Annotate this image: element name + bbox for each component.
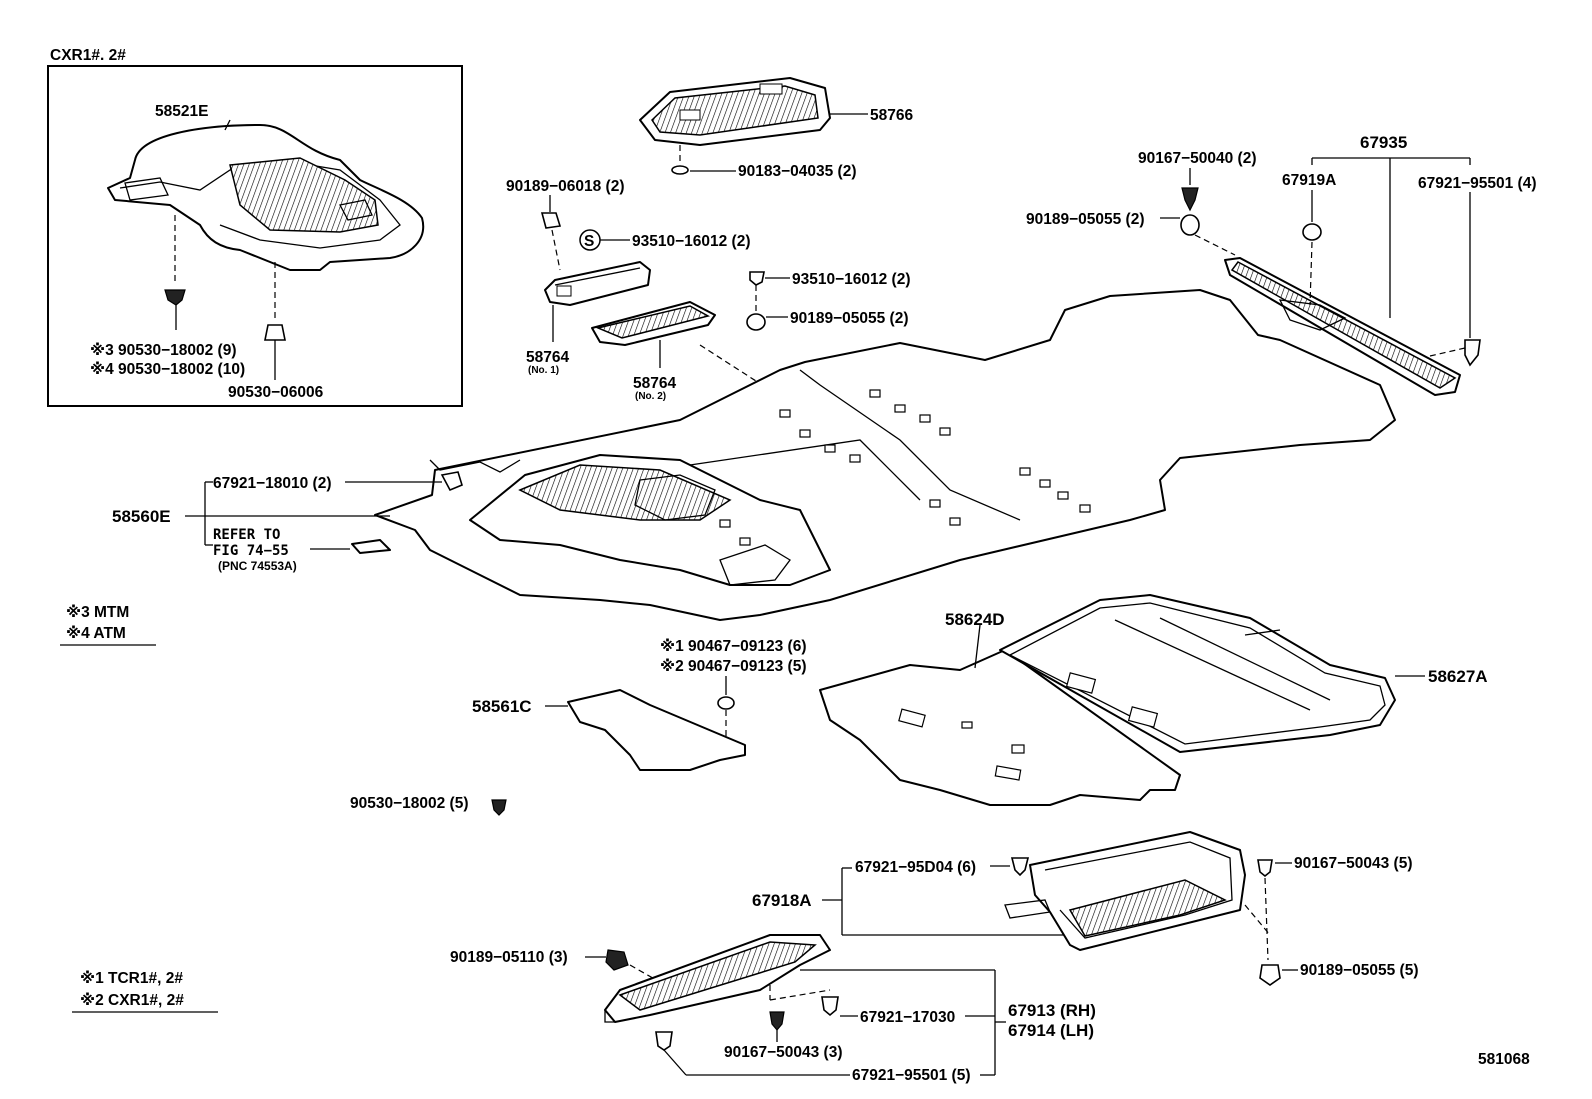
label-90530-18002-5: 90530−18002 (5) [350, 795, 469, 812]
floor-holes [719, 389, 1091, 546]
label-58561C: 58561C [472, 697, 532, 716]
insulator-58521E [107, 124, 425, 271]
label-90167-50043-a: 90167−50043 (5) [1294, 855, 1413, 872]
inset-title: CXR1#. 2# [50, 47, 126, 64]
label-93510-16012-b: 93510−16012 (2) [792, 271, 911, 288]
part-67913-67914-step [604, 934, 831, 1023]
label-90183-04035: 90183−04035 (2) [738, 163, 857, 180]
label-90189-05110: 90189−05110 (3) [450, 949, 568, 966]
svg-text:S: S [584, 233, 594, 250]
label-90167-50040: 90167−50040 (2) [1138, 150, 1257, 167]
label-67921-95501-5: 67921−95501 (5) [852, 1067, 971, 1084]
label-90467-6: ※1 90467−09123 (6) [660, 637, 807, 655]
label-58764-no1: 58764 [526, 349, 569, 366]
label-58627A: 58627A [1428, 667, 1488, 686]
label-90189-05055-a: 90189−05055 (2) [790, 310, 909, 327]
clip-90167-50043-b [769, 1011, 785, 1031]
clip-67919A [1302, 223, 1322, 241]
label-67921-18010: 67921−18010 (2) [213, 475, 332, 492]
label-58560E: 58560E [112, 507, 171, 526]
clip-93510-16012-b [749, 271, 765, 286]
label-90530-18002-9: ※3 90530−18002 (9) [90, 341, 237, 359]
label-58624D: 58624D [945, 610, 1005, 629]
label-90189-05055-c: 90189−05055 (5) [1300, 962, 1419, 979]
clip-90189-06018 [540, 212, 562, 229]
label-67935: 67935 [1360, 133, 1407, 152]
part-58624D [819, 649, 1181, 806]
clip-67921-18010 [440, 471, 463, 492]
refer-line-2: FIG 74−55 [213, 543, 289, 559]
label-90530-18002-10: ※4 90530−18002 (10) [90, 360, 245, 378]
label-90167-50043-b: 90167−50043 (3) [724, 1044, 843, 1061]
clip-90189-05110 [605, 949, 629, 971]
clip-67921-17030 [821, 996, 839, 1017]
label-67918A: 67918A [752, 891, 812, 910]
figure-number: 581068 [1478, 1051, 1530, 1068]
refer-line-1: REFER TO [213, 527, 280, 543]
clip-90183-04035 [671, 165, 689, 175]
part-58561C [567, 689, 746, 771]
label-90467-5: ※2 90467−09123 (5) [660, 657, 807, 675]
clip-90189-05055-a [746, 313, 766, 331]
label-58764-no2-sub: (No. 2) [635, 391, 666, 402]
part-67918A-storage-bin [1004, 831, 1246, 951]
legend-atm: ※4 ATM [66, 624, 126, 642]
label-58764-no1-sub: (No. 1) [528, 365, 559, 376]
legend-tcr: ※1 TCR1#, 2# [80, 969, 183, 987]
legend-cxr: ※2 CXR1#, 2# [80, 991, 184, 1009]
clip-90167-50043-a [1257, 859, 1273, 878]
label-67919A: 67919A [1282, 172, 1336, 189]
clip-90530-06006-inset [264, 324, 286, 380]
legend-mtm: ※3 MTM [66, 603, 129, 621]
clip-90530-18002-5 [491, 799, 507, 816]
label-67921-95D04: 67921−95D04 (6) [855, 859, 976, 876]
label-90189-05055-b: 90189−05055 (2) [1026, 211, 1145, 228]
label-90530-06006: 90530−06006 [228, 384, 324, 401]
clip-67921-95D04 [1010, 857, 1030, 877]
label-58764-no2: 58764 [633, 375, 676, 392]
clip-90189-05055-c [1259, 964, 1281, 986]
label-67921-17030: 67921−17030 [860, 1009, 955, 1026]
part-58627A [999, 594, 1396, 753]
label-58766: 58766 [870, 107, 913, 124]
label-58521E: 58521E [155, 103, 208, 120]
clip-67921-95501-5 [655, 1031, 673, 1051]
part-58764-no2 [591, 301, 716, 346]
label-67913: 67913 (RH) [1008, 1001, 1096, 1020]
part-67935-rear-sill [1224, 257, 1461, 396]
refer-line-3: (PNC 74553A) [218, 559, 297, 573]
pad-74553A [351, 539, 391, 554]
label-67914: 67914 (LH) [1008, 1021, 1094, 1040]
part-58766 [639, 77, 831, 146]
label-93510-16012-a: 93510−16012 (2) [632, 233, 751, 250]
label-90189-06018: 90189−06018 (2) [506, 178, 625, 195]
label-67921-95501-4: 67921−95501 (4) [1418, 175, 1537, 192]
clip-90167-50040 [1181, 187, 1199, 212]
clip-90467-09123 [717, 696, 735, 710]
clip-90189-05055-b [1180, 214, 1200, 236]
part-58764-no1 [544, 261, 651, 306]
clip-90530-18002-inset [164, 289, 186, 330]
clip-67921-95501-4 [1464, 339, 1481, 367]
inset-box: CXR1#. 2# [47, 47, 463, 407]
part-58560E-floor-carpet [374, 289, 1396, 621]
